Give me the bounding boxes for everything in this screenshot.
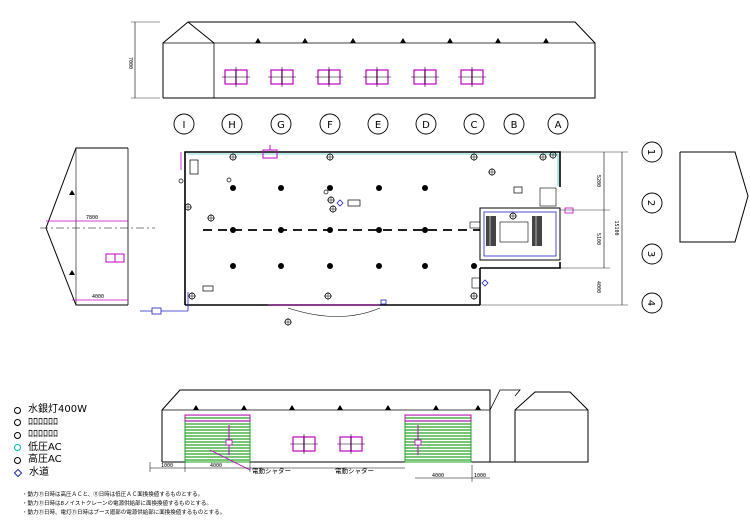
left-shutter <box>184 414 251 471</box>
legend-text: ﾛﾛﾛﾛﾛﾛ <box>28 416 58 428</box>
right-shutter-label: 電動シャター <box>335 466 374 475</box>
bottom-dim-3: 4000 <box>432 473 444 479</box>
bottom-dim-4: 1000 <box>474 473 486 479</box>
grid-circle <box>367 113 389 135</box>
right-top-dim: 5200 <box>595 175 601 187</box>
right-dimensions: 5200 5100 15100 4000 <box>480 151 628 306</box>
grid-label-top: E <box>375 120 381 131</box>
grid-axis-right: 1 2 3 4 <box>641 141 663 314</box>
booth <box>469 187 561 261</box>
grid-circle <box>547 113 569 135</box>
right-total-dim: 15100 <box>613 220 619 235</box>
right-elevation <box>679 151 749 243</box>
grid-circle <box>415 113 437 135</box>
grid-circle <box>503 113 525 135</box>
top-roof-vents <box>255 38 549 43</box>
bottom-dim-1: 1000 <box>161 463 173 469</box>
grid-circle <box>270 113 292 135</box>
grid-label-right: 4 <box>645 300 656 306</box>
legend-text: 高圧AC <box>28 454 62 465</box>
grid-label-top: C <box>471 120 478 131</box>
legend-item: 水銀灯400W <box>14 404 87 417</box>
bottom-elevation: 電動シャター 電動シャター 1000 4000 4000 1000 <box>149 389 589 482</box>
top-height-dim: 7000 <box>127 57 133 69</box>
grid-label-right: 1 <box>645 149 656 155</box>
grid-label-top: A <box>555 120 562 131</box>
grid-label-top: F <box>327 120 333 131</box>
grid-label-top: H <box>228 120 236 131</box>
left-shutter-label: 電動シャター <box>252 466 291 475</box>
legend-item: ﾛﾛﾛﾛﾛﾛ <box>14 429 87 442</box>
bottom-panels <box>289 433 366 455</box>
top-elevation: 7000 <box>127 21 596 99</box>
grid-label-top: B <box>511 120 518 131</box>
legend-item: 高圧AC <box>14 454 87 467</box>
grid-label-top: I <box>183 120 186 131</box>
left-elevation: 7800 4000 <box>40 147 155 306</box>
grid-circle <box>641 141 663 163</box>
grid-circle <box>319 113 341 135</box>
grid-circle <box>641 292 663 314</box>
right-shutter <box>404 414 472 463</box>
circle-icon <box>14 444 21 452</box>
left-width-lower-dim: 4000 <box>92 294 104 300</box>
grid-circle <box>641 192 663 214</box>
floor-plan <box>140 145 574 327</box>
grid-label-top: G <box>277 120 285 131</box>
circle-icon <box>14 406 21 414</box>
grid-circle <box>221 113 243 135</box>
legend-item: 低圧AC <box>14 442 87 455</box>
top-panels <box>221 66 487 88</box>
legend-text: 水銀灯400W <box>28 404 87 415</box>
note-line: ・動力⑪日時は8ノイストクレーンの電源供給部に面換換値するものとする。 <box>22 501 212 507</box>
legend-text: ﾛﾛﾛﾛﾛﾛ <box>28 429 58 440</box>
right-mid-dim: 5100 <box>595 233 601 245</box>
light-fixtures <box>183 150 558 327</box>
note-line: ・動力⑪日時、電灯⑪日時はブース廻部の電源供給部に面換換値するものとする。 <box>22 510 226 516</box>
grid-circle <box>463 113 485 135</box>
circle-icon <box>14 431 21 439</box>
legend-text: 水道 <box>29 466 49 478</box>
notes: ・動力⑪日時は高圧ＡＣと、⑪日時は低圧ＡＣ面換換値するものとする。 ・動力⑪日時… <box>22 491 225 518</box>
bottom-dim-2: 4000 <box>210 463 222 469</box>
legend-item: ﾛﾛﾛﾛﾛﾛ <box>14 417 87 430</box>
column-dots <box>230 185 477 269</box>
right-bottom-dim: 4000 <box>595 281 601 293</box>
grid-label-right: 2 <box>645 200 656 206</box>
circle-icon <box>14 419 21 427</box>
grid-circle <box>173 113 195 135</box>
legend-text: 低圧AC <box>28 441 62 453</box>
circle-icon <box>14 456 21 464</box>
diamond-icon <box>13 468 23 477</box>
grid-circle <box>641 243 663 265</box>
legend-item: 水道 <box>13 466 87 480</box>
note-line: ・動力⑪日時は高圧ＡＣと、⑪日時は低圧ＡＣ面換換値するものとする。 <box>22 492 204 498</box>
bottom-roof-vents <box>193 405 481 410</box>
grid-label-top: D <box>422 120 430 131</box>
grid-label-right: 3 <box>645 251 656 257</box>
left-width-upper-dim: 7800 <box>86 215 98 221</box>
left-panel <box>105 253 125 263</box>
